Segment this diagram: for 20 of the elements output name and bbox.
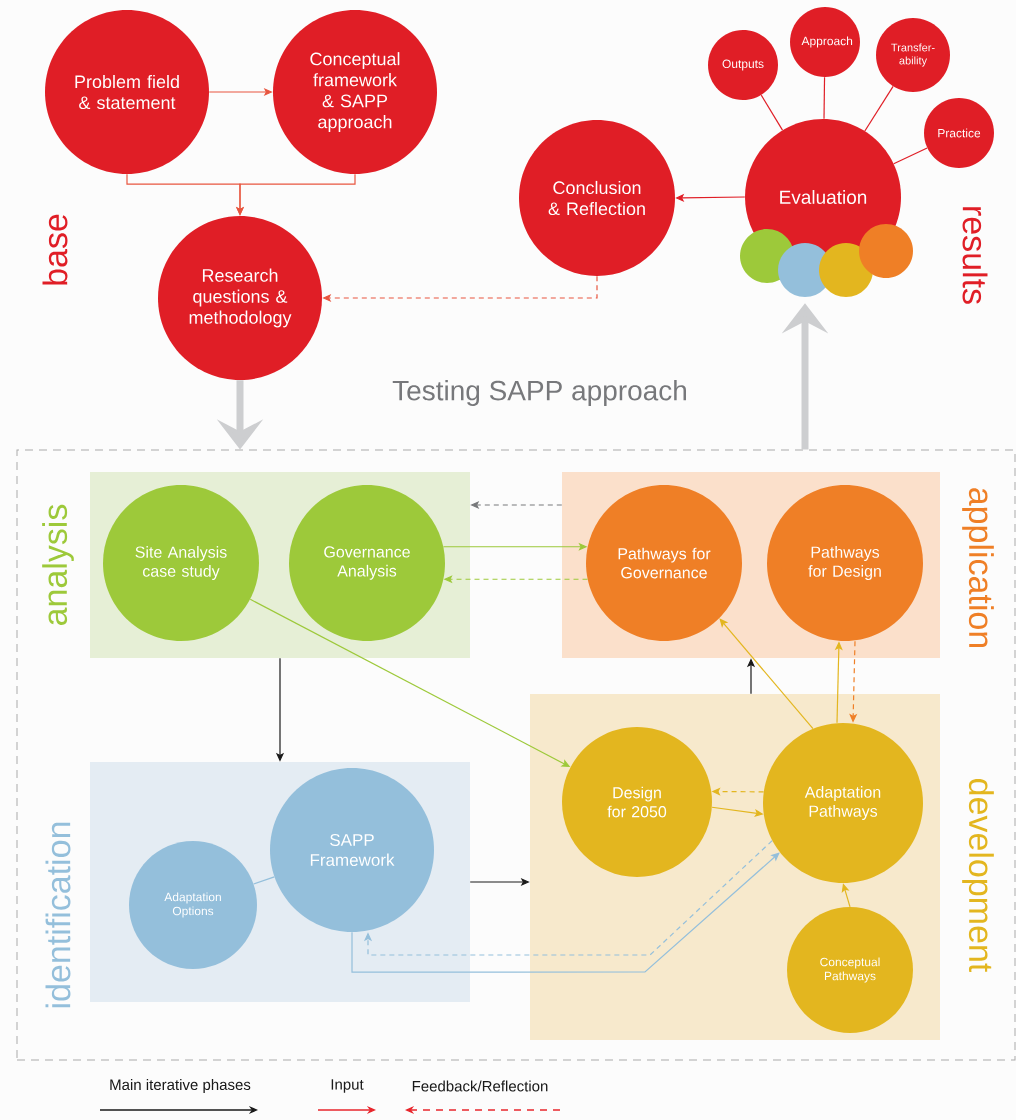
band-heading: analysis xyxy=(42,504,74,625)
connector-line xyxy=(253,876,275,885)
section-label: results xyxy=(962,207,988,304)
arrow xyxy=(351,852,780,973)
legend-label: Feedback/Reflection xyxy=(412,1080,548,1092)
frame-heading: Testing SAPP approach xyxy=(392,379,686,407)
phase-dot xyxy=(819,243,873,297)
connector-line xyxy=(760,94,784,131)
band-heading: identification xyxy=(45,822,71,1008)
connector-line xyxy=(893,147,928,165)
band-heading: application xyxy=(962,488,994,648)
arrow xyxy=(363,840,773,956)
band-heading: development xyxy=(962,779,994,973)
legend-label: Input xyxy=(331,1079,364,1093)
phase-dot xyxy=(859,224,913,278)
connector-line xyxy=(864,85,894,132)
section-label: base xyxy=(42,214,68,285)
legend-label: Main iterative phases xyxy=(110,1079,251,1093)
connector-line xyxy=(823,76,826,120)
arrow xyxy=(719,618,814,730)
